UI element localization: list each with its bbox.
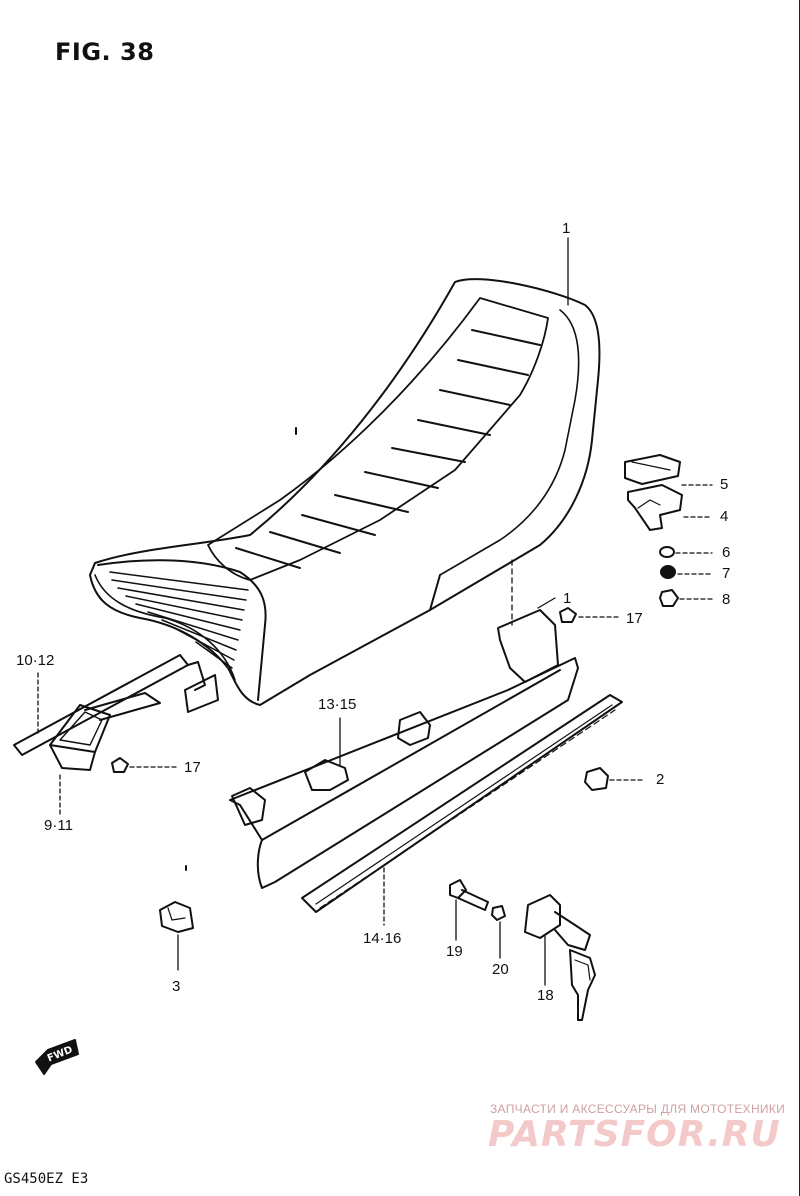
callout-6: 6 (722, 544, 731, 561)
callout-20: 20 (492, 961, 509, 978)
part-washer-6 (659, 546, 675, 558)
callout-17-right: 17 (626, 610, 643, 627)
part-nut-7 (660, 565, 676, 579)
seat-rail-frame (229, 609, 579, 889)
callout-17-left: 17 (184, 759, 201, 776)
part-nut-20 (491, 905, 506, 921)
callout-1-rail: 1 (563, 590, 572, 607)
callout-1: 1 (562, 220, 571, 237)
part-bolt-19 (449, 879, 489, 911)
seat-illustration (89, 278, 601, 706)
seat-trim-strip (301, 694, 623, 913)
fwd-arrow-icon (35, 1039, 79, 1075)
part-clip-17-left (111, 757, 129, 773)
part-nut-8 (659, 589, 679, 607)
callout-5: 5 (720, 476, 729, 493)
part-clip-17-right (559, 607, 577, 623)
part-seat-lock-18 (524, 894, 596, 1021)
callout-3: 3 (172, 978, 181, 995)
callout-10-12: 10·12 (16, 652, 55, 669)
callout-9-11: 9·11 (44, 817, 73, 834)
callout-13-15: 13·15 (318, 696, 357, 713)
seat-hook-bracket (13, 654, 219, 771)
part-cushion-2 (584, 767, 609, 791)
figure-title: FIG. 38 (55, 38, 155, 66)
callout-8: 8 (722, 591, 731, 608)
callout-14-16: 14·16 (363, 930, 402, 947)
model-code: GS450EZ E3 (4, 1171, 89, 1187)
part-bracket-5 (624, 454, 681, 485)
callout-18: 18 (537, 987, 554, 1004)
watermark-logo: PARTSFOR.RU (488, 1114, 781, 1155)
callout-4: 4 (720, 508, 729, 525)
watermark-tagline: ЗАПЧАСТИ И АКСЕССУАРЫ ДЛЯ МОТОТЕХНИКИ (490, 1102, 786, 1116)
leader-lines (37, 237, 713, 986)
part-bracket-4 (627, 484, 683, 531)
callout-19: 19 (446, 943, 463, 960)
part-hook-3 (159, 901, 194, 933)
callout-7: 7 (722, 565, 731, 582)
callout-2: 2 (656, 771, 665, 788)
